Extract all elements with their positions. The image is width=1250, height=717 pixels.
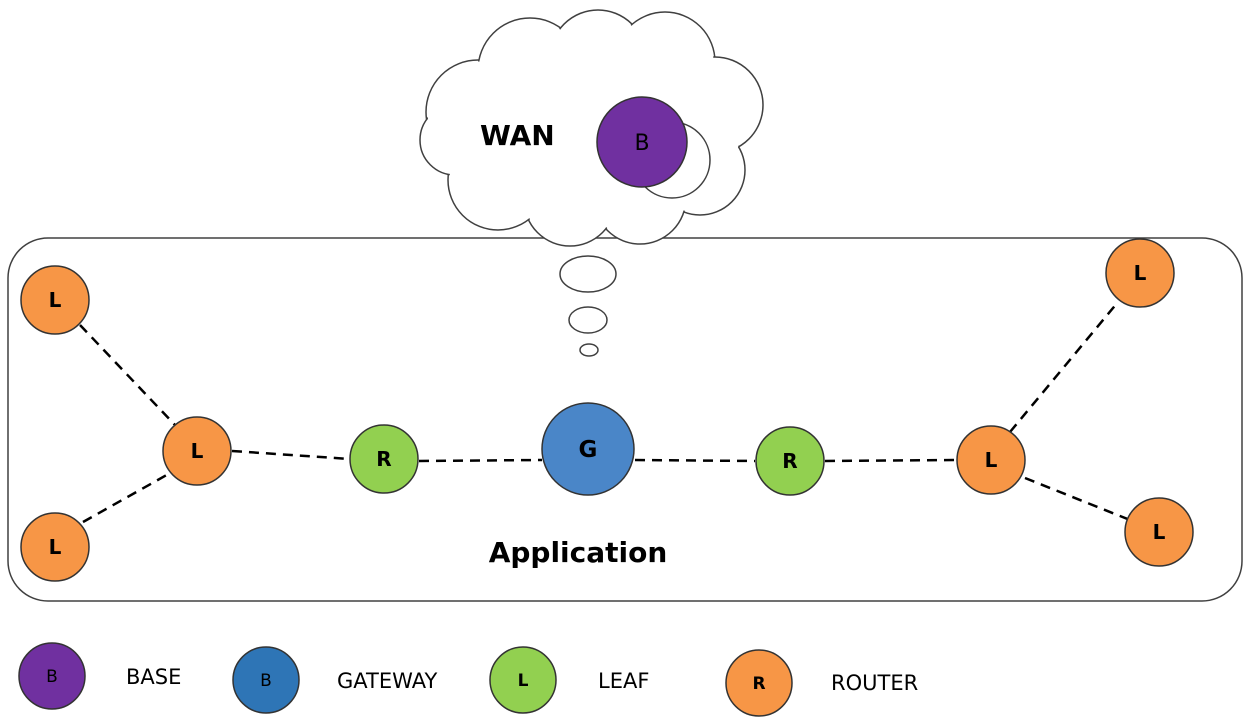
legend-item-leaf: L LEAF (489, 646, 649, 714)
leaf-node-letter: L (1134, 261, 1147, 285)
leaf-node-letter: L (191, 439, 204, 463)
legend-letter: L (518, 671, 529, 691)
link-router-gateway-left (418, 458, 543, 463)
legend-label: LEAF (598, 669, 649, 693)
link-gateway-router-right (634, 458, 756, 463)
link-leaf-router-left (231, 449, 351, 461)
base-node: B (596, 96, 688, 188)
legend-item-base: B BASE (18, 642, 181, 710)
legend-label: GATEWAY (337, 669, 437, 693)
thought-bubble-medium (568, 306, 608, 334)
router-node-letter: R (376, 447, 391, 471)
link-router-leaf-right (824, 458, 956, 463)
thought-bubble-small (579, 343, 599, 357)
leaf-node-letter: L (985, 448, 998, 472)
leaf-node-middle-right: L (956, 425, 1026, 495)
legend-letter: R (752, 674, 765, 694)
router-node-letter: R (782, 449, 797, 473)
base-node-letter: B (634, 131, 649, 156)
gateway-node-letter: G (579, 437, 598, 463)
leaf-node-top-left: L (20, 265, 90, 335)
leaf-node-letter: L (1153, 520, 1166, 544)
link-leaf-bottom-left (82, 470, 173, 524)
leaf-node-bottom-left: L (20, 512, 90, 582)
leaf-node-middle-left: L (162, 416, 232, 486)
router-node-right: R (755, 426, 825, 496)
leaf-node-bottom-right: L (1124, 497, 1194, 567)
link-leaf-top-right (1009, 301, 1119, 433)
link-leaf-top-left (79, 324, 176, 426)
wan-label: WAN (480, 119, 555, 152)
application-label: Application (489, 536, 668, 569)
gateway-node: G (541, 402, 635, 496)
link-leaf-bottom-right (1024, 476, 1131, 522)
legend-item-router: R ROUTER (725, 649, 918, 717)
links (79, 301, 1131, 524)
legend-label: ROUTER (831, 671, 918, 695)
legend-item-gateway: B GATEWAY (232, 646, 437, 714)
leaf-node-letter: L (49, 288, 62, 312)
thought-bubble-large (559, 255, 617, 293)
legend-letter: B (46, 667, 58, 687)
legend-label: BASE (126, 665, 181, 689)
router-node-left: R (349, 424, 419, 494)
legend: B BASE B GATEWAY L LEAF R ROUTER (18, 642, 918, 717)
leaf-node-letter: L (49, 535, 62, 559)
leaf-node-top-right: L (1105, 238, 1175, 308)
legend-letter: B (260, 671, 272, 691)
